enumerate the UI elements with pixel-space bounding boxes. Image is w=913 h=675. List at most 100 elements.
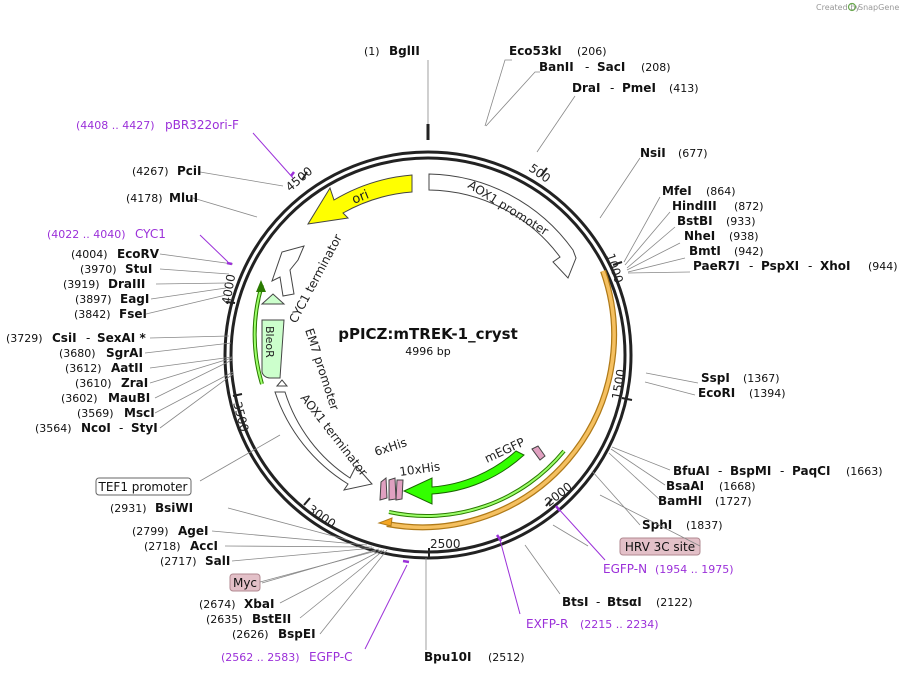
csiI-name[interactable]: CsiI	[52, 331, 77, 345]
bspMI-name[interactable]: BspMI	[730, 464, 771, 478]
pbr322-range[interactable]: (4408 .. 4427)	[76, 119, 155, 132]
accI-pos[interactable]: (2718)	[144, 540, 181, 553]
pciI-pos[interactable]: (4267)	[132, 165, 169, 178]
myc-box[interactable]	[229, 573, 261, 592]
mauBI-pos[interactable]: (3602)	[61, 392, 98, 405]
eco53kI-name[interactable]: Eco53kI	[509, 44, 562, 58]
mfeI-name[interactable]: MfeI	[662, 184, 692, 198]
eagI-pos[interactable]: (3897)	[75, 293, 112, 306]
paeR7I-name[interactable]: PaeR7I	[693, 259, 740, 273]
mscI-pos[interactable]: (3569)	[77, 407, 114, 420]
aatII-name[interactable]: AatII	[111, 361, 143, 375]
ageI-name[interactable]: AgeI	[178, 524, 208, 538]
ori-feature[interactable]	[307, 174, 413, 225]
ecoRV-name[interactable]: EcoRV	[117, 247, 160, 261]
egfpC-range[interactable]: (2562 .. 2583)	[221, 651, 300, 664]
bsiWI-name[interactable]: BsiWI	[155, 501, 193, 515]
bamHI-pos[interactable]: (1727)	[715, 495, 752, 508]
fseI-name[interactable]: FseI	[119, 307, 147, 321]
sgrAI-name[interactable]: SgrAI	[106, 346, 143, 360]
cyc1-terminator-feature[interactable]	[271, 245, 305, 297]
ncoI-name[interactable]: NcoI	[81, 421, 111, 435]
megfp-feature[interactable]	[402, 450, 525, 505]
paeR7I-pos[interactable]: (944)	[868, 260, 898, 273]
ecoRV-pos[interactable]: (4004)	[71, 248, 108, 261]
ecoRI-name[interactable]: EcoRI	[698, 386, 735, 400]
bglII-name[interactable]: BglII	[389, 44, 420, 58]
bpu10I-pos[interactable]: (2512)	[488, 651, 525, 664]
xbaI-name[interactable]: XbaI	[244, 597, 274, 611]
salI-name[interactable]: SalI	[205, 554, 230, 568]
fseI-pos[interactable]: (3842)	[74, 308, 111, 321]
sphI-name[interactable]: SphI	[642, 518, 672, 532]
aox1-promoter-feature[interactable]	[428, 173, 577, 279]
nsiI-name[interactable]: NsiI	[640, 146, 666, 160]
hindIII-pos[interactable]: (872)	[734, 200, 764, 213]
mtrek-orf-arc[interactable]	[386, 270, 616, 529]
bglII-pos[interactable]: (1)	[364, 45, 380, 58]
bstBI-pos[interactable]: (933)	[726, 215, 756, 228]
his10-tag-feature-a[interactable]	[388, 477, 397, 501]
exfpR-name[interactable]: EXFP-R	[526, 617, 568, 631]
nheI-name[interactable]: NheI	[684, 229, 715, 243]
nsiI-pos[interactable]: (677)	[678, 147, 708, 160]
mfeI-pos[interactable]: (864)	[706, 185, 736, 198]
hindIII-name[interactable]: HindIII	[672, 199, 717, 213]
aatII-pos[interactable]: (3612)	[65, 362, 102, 375]
xbaI-pos[interactable]: (2674)	[199, 598, 236, 611]
credit-brand[interactable]: SnapGene	[858, 3, 899, 12]
bamHI-name[interactable]: BamHI	[658, 494, 702, 508]
salI-pos[interactable]: (2717)	[160, 555, 197, 568]
bstBI-name[interactable]: BstBI	[677, 214, 713, 228]
banII-name[interactable]: BanII	[539, 60, 574, 74]
sspI-name[interactable]: SspI	[701, 371, 730, 385]
bspEI-name[interactable]: BspEI	[278, 627, 316, 641]
styI-name[interactable]: StyI	[131, 421, 158, 435]
ecoRI-pos[interactable]: (1394)	[749, 387, 786, 400]
ncoI-pos[interactable]: (3564)	[35, 422, 72, 435]
pciI-name[interactable]: PciI	[177, 164, 202, 178]
em7-promoter-feature[interactable]	[275, 379, 289, 387]
bspEI-pos[interactable]: (2626)	[232, 628, 269, 641]
zraI-pos[interactable]: (3610)	[75, 377, 112, 390]
exfpR-range[interactable]: (2215 .. 2234)	[580, 618, 659, 631]
stuI-pos[interactable]: (3970)	[80, 263, 117, 276]
bstEII-pos[interactable]: (2635)	[206, 613, 243, 626]
bsaAI-pos[interactable]: (1668)	[719, 480, 756, 493]
pmeI-name[interactable]: PmeI	[622, 81, 656, 95]
draI-pos[interactable]: (413)	[669, 82, 699, 95]
ageI-pos[interactable]: (2799)	[132, 525, 169, 538]
xhoI-name[interactable]: XhoI	[820, 259, 851, 273]
sspI-pos[interactable]: (1367)	[743, 372, 780, 385]
bsiWI-pos[interactable]: (2931)	[110, 502, 147, 515]
sgrAI-pos[interactable]: (3680)	[59, 347, 96, 360]
btsI-name[interactable]: BtsI	[562, 595, 589, 609]
mscI-name[interactable]: MscI	[124, 406, 155, 420]
egfpN-name[interactable]: EGFP-N	[603, 562, 647, 576]
pbr322-name[interactable]: pBR322ori-F	[165, 118, 239, 132]
bfuAI-name[interactable]: BfuAI	[673, 464, 710, 478]
bsaAI-name[interactable]: BsaAI	[666, 479, 704, 493]
btsI-pos[interactable]: (2122)	[656, 596, 693, 609]
zraI-name[interactable]: ZraI	[121, 376, 148, 390]
draIII-name[interactable]: DraIII	[108, 277, 145, 291]
sacI-name[interactable]: SacI	[597, 60, 625, 74]
bpu10I-name[interactable]: Bpu10I	[424, 650, 471, 664]
nheI-pos[interactable]: (938)	[729, 230, 759, 243]
btsaI-name[interactable]: BtsαI	[607, 595, 642, 609]
his6-tag-feature[interactable]	[379, 476, 388, 501]
mluI-pos[interactable]: (4178)	[126, 192, 163, 205]
cyc1-name[interactable]: CYC1	[135, 227, 166, 241]
cyc1-range[interactable]: (4022 .. 4040)	[47, 228, 126, 241]
egfpN-range[interactable]: (1954 .. 1975)	[655, 563, 734, 576]
egfpC-name[interactable]: EGFP-C	[309, 650, 352, 664]
draIII-pos[interactable]: (3919)	[63, 278, 100, 291]
pspXI-name[interactable]: PspXI	[761, 259, 799, 273]
tef1-promoter-box[interactable]	[95, 477, 192, 496]
megfp-linker-feature[interactable]	[531, 445, 546, 461]
draI-name[interactable]: DraI	[572, 81, 600, 95]
mauBI-name[interactable]: MauBI	[108, 391, 150, 405]
banII-pos[interactable]: (208)	[641, 61, 671, 74]
bmtI-pos[interactable]: (942)	[734, 245, 764, 258]
mluI-name[interactable]: MluI	[169, 191, 198, 205]
